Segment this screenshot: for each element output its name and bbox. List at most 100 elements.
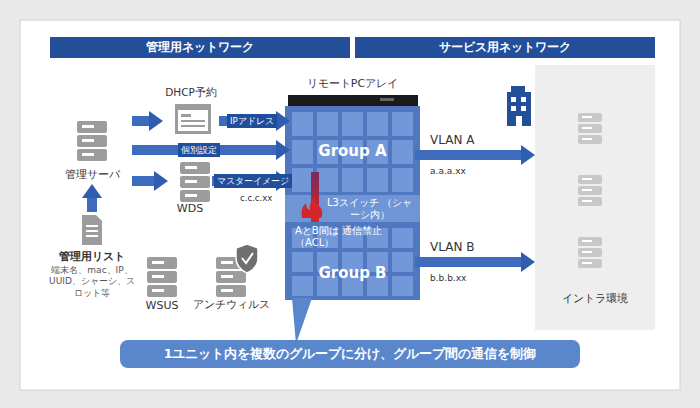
flow-arrow <box>132 171 168 191</box>
group-b-node: AとB間は 通信禁止（ACL） Group B <box>290 222 415 298</box>
array-chassis-part <box>290 110 415 194</box>
node-label: 管理サーバ <box>52 167 132 182</box>
header-label: 管理用ネットワーク <box>50 37 350 58</box>
flow-arrow <box>415 252 535 272</box>
flow-arrow <box>415 145 535 165</box>
flow-arrow <box>219 111 290 131</box>
arrow-shaft <box>132 176 155 186</box>
building-icon <box>507 86 531 126</box>
dhcp-window-icon <box>175 104 211 134</box>
server-icons-part <box>147 257 177 297</box>
dhcp-window-icon-part <box>181 125 205 127</box>
server-icons-part <box>578 237 602 268</box>
building-icon-part <box>511 97 516 102</box>
array-chassis-part <box>285 106 420 300</box>
server-icons-part <box>180 162 210 202</box>
address-label: b.b.b.xx <box>430 273 490 283</box>
server-icons-part <box>578 175 602 206</box>
arrow-shaft <box>87 197 97 212</box>
server-icons-part <box>77 121 107 161</box>
arrow-head <box>521 252 535 272</box>
flow-arrow <box>82 184 102 212</box>
node-label: DHCP予約 <box>163 86 219 100</box>
shield-icon-part <box>236 244 258 273</box>
caption-callout <box>120 298 580 368</box>
node-label: アンチウィルス <box>188 298 274 312</box>
document-icon-part <box>86 235 98 237</box>
arrow-head <box>276 140 290 160</box>
array-node: リモートPCアレイGroup AL3スイッチ （シャーシ内）AとB間は 通信禁止… <box>283 76 422 302</box>
header-bars-part <box>355 37 655 58</box>
array-chassis-part <box>380 98 394 101</box>
shield-icon <box>236 244 258 273</box>
node-label: L3スイッチ （シャーシ内） <box>326 197 413 220</box>
array-chassis-part <box>290 226 415 298</box>
arrow-head <box>149 111 163 131</box>
server-node: 管理サーバ <box>52 118 132 184</box>
address-label: a.a.a.xx <box>430 166 490 176</box>
node-label: 管理用リスト <box>40 249 144 264</box>
header-bars-part <box>50 37 350 58</box>
dhcp-window-icon-part <box>181 114 191 117</box>
node-body: Group B <box>290 264 415 282</box>
dhcp-node: DHCP予約 <box>163 86 219 138</box>
antivirus-node: アンチウィルス <box>188 255 274 312</box>
page-frame <box>20 20 680 390</box>
vlan-label: VLAN A <box>430 133 474 147</box>
arrow-tag: 個別設定 <box>178 143 220 157</box>
header-bars <box>50 37 655 58</box>
header-label: サービス用ネットワーク <box>355 37 655 58</box>
dhcp-window-icon-part <box>178 110 208 131</box>
flow-arrow <box>132 111 163 131</box>
node-label: AとB間は 通信禁止（ACL） <box>295 225 395 249</box>
building-icon-part <box>516 116 522 126</box>
server-icons-part <box>578 113 602 144</box>
document-icon-part <box>86 230 98 232</box>
shield-icon-part <box>242 253 253 263</box>
vlan-label: VLAN B <box>430 240 474 254</box>
document-icon-part <box>86 225 98 227</box>
arrow-shaft <box>415 257 522 267</box>
address-label: c.c.c.xx <box>240 193 288 203</box>
flow-arrow <box>132 140 290 160</box>
arrow-head <box>82 184 102 198</box>
node-label: リモートPCアレイ <box>283 76 422 91</box>
arrow-head <box>276 111 290 131</box>
list-node: 管理用リスト端末名、mac、IP、UUID、シャーシ、スロット等 <box>40 212 144 304</box>
service-panel <box>535 65 655 330</box>
array-chassis-part <box>288 95 418 106</box>
document-icon-part <box>82 215 102 245</box>
array-chassis-part <box>285 195 420 222</box>
arrow-shaft <box>132 116 150 126</box>
building-icon-part <box>511 106 516 111</box>
building-icon-part <box>511 86 525 92</box>
building-icon-part <box>521 106 526 111</box>
dhcp-window-icon-part <box>181 120 205 122</box>
wds-node: WDS <box>168 160 212 215</box>
intra-panel: イントラ環境 <box>535 65 655 330</box>
node-label: WDS <box>168 202 212 215</box>
node-label: WSUS <box>138 299 186 312</box>
node-label: Group A <box>290 142 415 160</box>
caption-text: 1ユニット内を複数のグループに分け、グループ間の通信を制御 <box>120 340 580 368</box>
group-a-node: Group A <box>290 108 415 195</box>
arrow-shaft <box>415 150 522 160</box>
node-label: イントラ環境 <box>535 291 655 306</box>
service-panel-part <box>535 65 655 330</box>
page-frame-part <box>20 20 680 390</box>
building-icon-part <box>507 92 531 126</box>
caption-callout-part <box>292 298 312 344</box>
array-chassis-part <box>302 196 323 218</box>
l3-switch-band: L3スイッチ （シャーシ内） <box>290 195 415 222</box>
node-body: 端末名、mac、IP、UUID、シャーシ、スロット等 <box>45 265 139 299</box>
array-chassis <box>285 95 420 300</box>
dhcp-window-icon-part <box>175 104 211 134</box>
document-icon <box>82 215 102 245</box>
arrow-head <box>154 171 168 191</box>
arrow-tag: IPアドレス <box>227 114 277 128</box>
caption-callout-part <box>120 340 580 368</box>
wsus-node: WSUS <box>138 255 186 312</box>
arrow-head <box>521 145 535 165</box>
arrow-tag: マスターイメージ <box>214 174 292 188</box>
